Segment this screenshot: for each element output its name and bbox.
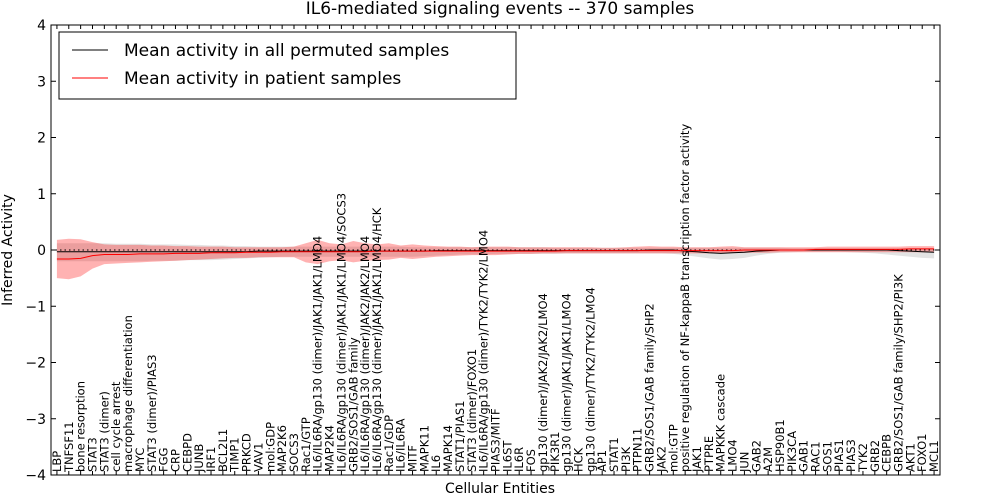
x-tick-label: MAPKKK cascade bbox=[714, 374, 728, 472]
x-tick-label: MAPK11 bbox=[417, 425, 431, 472]
x-tick-label: IL6/IL6RA bbox=[394, 418, 408, 472]
y-tick-label-4: 0 bbox=[37, 243, 46, 259]
x-tick-label: mol:GDP bbox=[263, 422, 277, 472]
x-tick-label: AKT1 bbox=[903, 443, 917, 472]
x-tick-label: PIK3CA bbox=[785, 431, 799, 472]
x-tick-label: PIK3R1 bbox=[548, 432, 562, 473]
x-tick-label: STAT3 bbox=[86, 437, 100, 472]
x-tick-label: FOXO1 bbox=[915, 434, 929, 472]
x-tick-label: STAT3 (dimer)/FOXO1 bbox=[465, 349, 479, 472]
x-tick-label: CEBPD bbox=[180, 433, 194, 472]
x-tick-label: IL6/IL6RA/gp130 (dimer)/JAK1/JAK1/LMO4 bbox=[311, 236, 325, 472]
x-tick-label: gp130 (dimer)/JAK1/JAK1/LMO4 bbox=[560, 293, 574, 472]
x-tick-label: MITF bbox=[406, 445, 420, 472]
x-tick-label: IL6R bbox=[512, 447, 526, 472]
x-tick-label: GRB2/SOS1/GAB family/SHP2 bbox=[643, 303, 657, 472]
x-tick-label: HSP90B1 bbox=[773, 419, 787, 472]
x-tick-label: cell cycle arrest bbox=[109, 381, 123, 472]
x-tick-label: positive regulation of NF-kappaB transcr… bbox=[678, 124, 692, 472]
x-axis-label: Cellular Entities bbox=[445, 481, 555, 497]
x-tick-label: STAT1/PIAS1 bbox=[453, 401, 467, 472]
x-tick-label: MAP2K6 bbox=[275, 425, 289, 472]
y-tick-label-1: −3 bbox=[25, 412, 46, 428]
x-tick-label: MAP2K4 bbox=[323, 425, 337, 472]
x-tick-label: JAK1 bbox=[690, 446, 704, 473]
x-tick-label: IL6/IL6RA/gp130 (dimer)/JAK1/JAK1/LMO4/H… bbox=[370, 207, 384, 472]
x-tick-label: JAK2 bbox=[654, 446, 668, 473]
series-band-0 bbox=[56, 243, 935, 262]
x-tick-label: PIAS1 bbox=[832, 439, 846, 472]
legend-label-1: Mean activity in patient samples bbox=[124, 69, 401, 89]
series-band-1 bbox=[56, 238, 935, 280]
x-tick-label: A2M bbox=[761, 447, 775, 472]
y-tick-label-5: 1 bbox=[37, 187, 46, 203]
x-tick-label: IRF1 bbox=[204, 447, 218, 472]
x-tick-label: mol:GTP bbox=[666, 424, 680, 472]
x-tick-label: MYC bbox=[133, 448, 147, 472]
x-tick-label: JUNB bbox=[192, 444, 206, 473]
x-tick-label: bone resorption bbox=[74, 381, 88, 472]
x-tick-label: CEBPB bbox=[880, 434, 894, 472]
y-tick-label-0: −4 bbox=[25, 468, 46, 484]
x-tick-label: FGG bbox=[157, 448, 171, 472]
x-tick-label: IL6/IL6RA/gp130 (dimer)/JAK2/JAK2/LMO4 bbox=[358, 236, 372, 472]
x-tick-label: TIMP1 bbox=[228, 437, 242, 473]
x-tick-label: PI3K bbox=[619, 446, 633, 472]
chart-title: IL6-mediated signaling events -- 370 sam… bbox=[306, 0, 695, 19]
x-tick-label: IL6 bbox=[429, 455, 443, 472]
x-tick-label: LBP bbox=[50, 451, 64, 472]
x-tick-label: Rac1/GTP bbox=[299, 417, 313, 472]
x-tick-label: STAT3 (dimer) bbox=[97, 391, 111, 472]
x-tick-label: IL6/IL6RA/gp130 (dimer)/JAK1/JAK1/LMO4/S… bbox=[334, 193, 348, 472]
x-tick-label: MAPK14 bbox=[441, 425, 455, 472]
y-tick-label-7: 3 bbox=[37, 74, 46, 90]
x-tick-label: PIAS3 bbox=[844, 439, 858, 472]
x-tick-label: Rac1/GDP bbox=[382, 415, 396, 472]
x-tick-label: RAC1 bbox=[809, 441, 823, 472]
x-tick-label: PIAS3/MITF bbox=[489, 408, 503, 472]
x-tick-label: BCL2L1 bbox=[216, 429, 230, 472]
x-tick-label: gp130 (dimer)/TYK2/TYK2/LMO4 bbox=[583, 287, 597, 472]
x-tick-label: STAT1 bbox=[607, 437, 621, 472]
series-line-1 bbox=[56, 248, 935, 260]
legend-box bbox=[58, 31, 517, 100]
x-tick-label: IL6/IL6RA/gp130 (dimer)/TYK2/TYK2/LMO4 bbox=[477, 230, 491, 472]
y-axis-label: Inferred Activity bbox=[0, 194, 16, 306]
x-tick-label: TYK2 bbox=[856, 443, 870, 473]
x-tick-label: PTPRE bbox=[702, 436, 716, 472]
x-tick-label: macrophage differentiation bbox=[121, 315, 135, 472]
x-tick-label: PRKCD bbox=[240, 433, 254, 472]
x-tick-label: GAB1 bbox=[797, 440, 811, 472]
x-tick-label: GAB2 bbox=[749, 440, 763, 472]
y-tick-label-3: −1 bbox=[25, 299, 46, 315]
x-tick-label: GRB2/SOS1/GAB family bbox=[346, 337, 360, 472]
x-tick-label: STAT3 (dimer)/PIAS3 bbox=[145, 354, 159, 472]
y-tick-label-8: 4 bbox=[37, 18, 46, 34]
x-tick-label: PTPN11 bbox=[631, 428, 645, 472]
x-tick-label: FOS bbox=[524, 449, 538, 472]
x-tick-label: AP1 bbox=[595, 450, 609, 472]
x-tick-label: CRP bbox=[169, 449, 183, 472]
x-tick-label: gp130 (dimer)/JAK2/JAK2/LMO4 bbox=[536, 293, 550, 472]
x-tick-label: JUN bbox=[737, 452, 751, 473]
x-tick-label: HCK bbox=[572, 447, 586, 472]
legend: Mean activity in all permuted samplesMea… bbox=[58, 31, 517, 100]
x-tick-label: GRB2/SOS1/GAB family/SHP2/PI3K bbox=[892, 274, 906, 472]
x-tick-label: TNFSF11 bbox=[62, 421, 76, 473]
legend-label-0: Mean activity in all permuted samples bbox=[124, 41, 449, 61]
x-tick-label: GRB2 bbox=[868, 440, 882, 472]
x-tick-label: MCL1 bbox=[927, 440, 941, 472]
y-tick-label-6: 2 bbox=[37, 131, 46, 147]
x-tick-label: LMO4 bbox=[726, 439, 740, 472]
x-tick-label: IL6ST bbox=[500, 440, 514, 472]
x-tick-label: SOS1 bbox=[820, 441, 834, 472]
y-tick-label-2: −2 bbox=[25, 356, 46, 372]
x-tick-label: SOCS3 bbox=[287, 433, 301, 472]
x-tick-label: VAV1 bbox=[251, 443, 265, 472]
